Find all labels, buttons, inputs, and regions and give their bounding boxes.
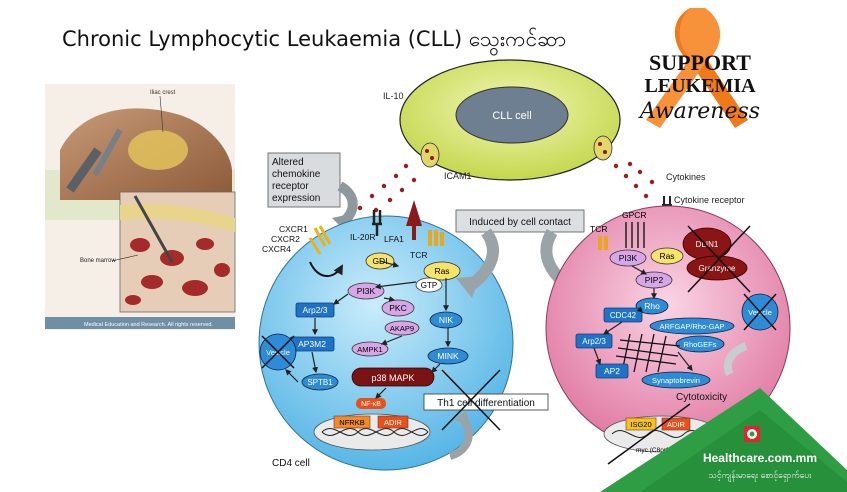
healthcare-logo-icon xyxy=(744,426,760,442)
cytokine-dots-right xyxy=(613,161,655,199)
cytotoxic-pathway: GPCR TCR PI3K Ras DLIN1 PIP2 Granzyme Rh… xyxy=(575,210,779,465)
arp23-right-label: Arp2/3 xyxy=(582,337,606,346)
logo-line3: Awareness xyxy=(638,99,760,124)
cd4-cell-label: CD4 cell xyxy=(272,458,310,469)
arfgap-label: ARFGAP/Rho-GAP xyxy=(659,322,724,331)
il10-label: IL-10 xyxy=(383,91,404,101)
gpcr-label: GPCR xyxy=(622,210,647,220)
ap2-label: AP2 xyxy=(604,366,620,376)
altered-line2: chemokine xyxy=(272,169,321,180)
altered-line1: Altered xyxy=(272,157,304,168)
pip2-label: PIP2 xyxy=(645,275,664,285)
th1-label: Th1 cell differentiation xyxy=(437,398,535,409)
altered-line3: receptor xyxy=(272,181,309,192)
support-leukemia-awareness-logo: SUPPORT LEUKEMIA Awareness xyxy=(638,8,760,128)
p38-label: p38 MAPK xyxy=(371,373,414,383)
cytokine-dots-left xyxy=(357,163,417,213)
pi3k-left-label: PI3K xyxy=(357,286,376,296)
logo-line1: SUPPORT xyxy=(649,50,751,75)
cxcr4-label: CXCR4 xyxy=(262,244,291,254)
brand-site: Healthcare.com.mm xyxy=(703,451,817,465)
dlin1-label: DLIN1 xyxy=(696,240,719,249)
cytotoxic-arrows xyxy=(593,265,693,371)
ras-right-label: Ras xyxy=(659,251,674,261)
cxcr2-label: CXCR2 xyxy=(271,234,300,244)
cytotoxicity-label: Cytotoxicity xyxy=(676,392,727,403)
arp23-left-label: Arp2/3 xyxy=(302,305,327,315)
sptb1-label: SPTB1 xyxy=(307,378,333,387)
induced-label: Induced by cell contact xyxy=(469,217,571,228)
nik-label: NIK xyxy=(439,315,454,325)
logo-line2: LEUKEMIA xyxy=(644,75,756,97)
mink-label: MINK xyxy=(437,351,459,361)
ampk1-label: AMPK1 xyxy=(357,345,382,354)
il20r-label: IL-20R xyxy=(350,232,376,242)
altered-line4: expression xyxy=(272,193,320,204)
cytokine-receptor-label: Cytokine receptor xyxy=(674,195,745,205)
brand-tagline: သင့်ကျန်းမာရေး စောင့်ရှောက်ပေး xyxy=(708,470,812,482)
gtp-label: GTP xyxy=(421,281,437,290)
ap3m2-label: AP3M2 xyxy=(298,339,326,349)
th1-differentiation: Th1 cell differentiation xyxy=(423,369,549,460)
lfa1-label: LFA1 xyxy=(384,234,404,244)
cytokines-label: Cytokines xyxy=(666,172,706,182)
tcr-left-label: TCR xyxy=(410,250,427,260)
nfrkb-label: NFRKB xyxy=(339,418,364,427)
pkc-label: PKC xyxy=(389,303,406,313)
cxcr1-label: CXCR1 xyxy=(279,224,308,234)
iliac-crest-label: Iliac crest xyxy=(150,90,176,96)
adir-right-label: ADIR xyxy=(667,420,686,429)
page-title: Chronic Lymphocytic Leukaemia (CLL) သွေး… xyxy=(62,27,567,51)
cd4-arrows xyxy=(285,260,451,399)
cd4-receptors: CXCR1 CXCR2 CXCR4 IL-20R LFA1 TCR xyxy=(262,200,444,277)
adir-left-label: ADIR xyxy=(384,418,403,427)
image-caption: Medical Education and Research. All righ… xyxy=(84,322,213,328)
cdc42-label: CDC42 xyxy=(610,311,637,320)
rho-label: Rho xyxy=(644,301,660,311)
tcr-right-label: TCR xyxy=(590,224,607,234)
altered-chemokine-box: Altered chemokine receptor expression xyxy=(267,152,358,232)
pi3k-right-label: PI3K xyxy=(619,253,638,263)
akap9-label: AKAP9 xyxy=(390,324,414,333)
cd4-pathway: GDI Ras GTP PI3K Arp2/3 PKC AKAP9 NIK AP… xyxy=(259,252,469,451)
healthcare-brand: Healthcare.com.mm သင့်ကျန်းမာရေး စောင့်ရ… xyxy=(600,388,847,492)
icam1-label: ICAM1 xyxy=(444,171,472,181)
isg20-label: ISG20 xyxy=(630,420,651,429)
nfkb-label: NF-κB xyxy=(361,401,381,408)
myc-label: myc (C8orf... xyxy=(636,447,673,454)
synaptobrevin-label: Synaptobrevin xyxy=(652,376,700,385)
bone-marrow-label: Bone marrow xyxy=(80,258,116,264)
rhogefs-label: RhoGEFs xyxy=(684,340,717,349)
ras-left-label: Ras xyxy=(434,266,449,276)
granzyme-label: Granzyme xyxy=(699,264,736,273)
bone-marrow-biopsy-illustration: Iliac crest Bone marrow Medical Educatio… xyxy=(45,84,236,330)
cll-cell-label: CLL cell xyxy=(492,110,531,122)
cll-cell: IL-10 CLL cell ICAM1 xyxy=(383,59,621,181)
actin-mesh xyxy=(615,333,681,373)
